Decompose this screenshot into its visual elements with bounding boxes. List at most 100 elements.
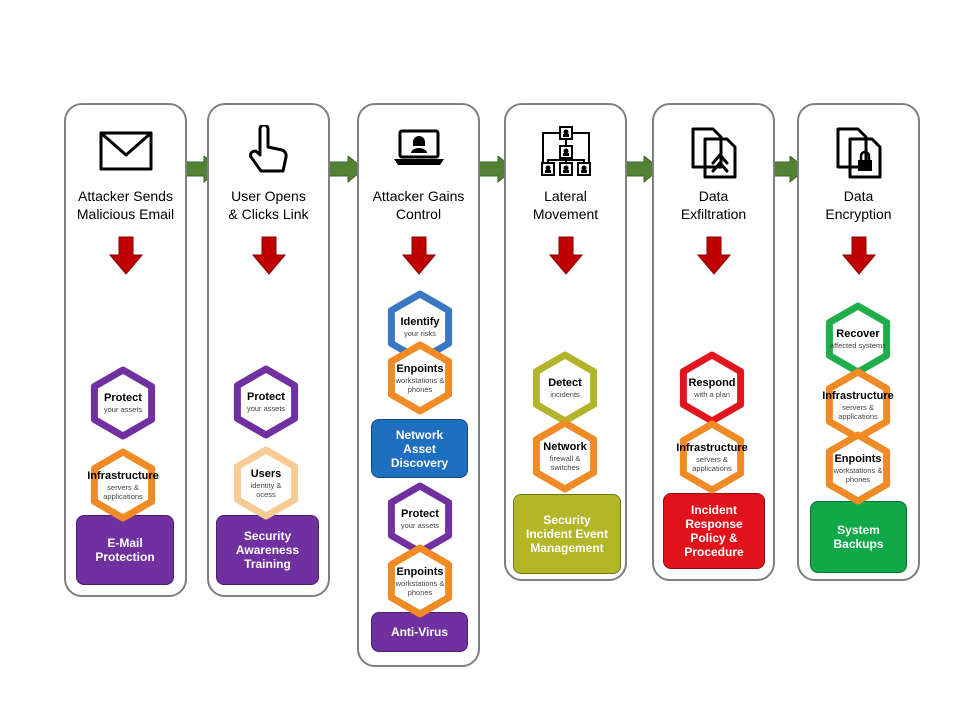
hex-subtitle: firewall & [549,453,581,463]
hex-title: Protect [104,392,142,404]
stage-title-line: Data [843,188,874,204]
stage-title-line: Lateral [544,188,587,204]
hex-title: Users [250,467,282,480]
network-hierarchy-icon [540,126,591,176]
hex-subtitle: phones [407,587,433,597]
stage-title: User Opens& Clicks Link [199,187,339,223]
control-box: E-Mail Protection [76,515,174,585]
control-box: System Backups [810,501,907,573]
stage-title-line: Malicious Email [76,206,175,222]
hex-title: Identify [400,316,440,328]
hacker-laptop-icon [393,129,444,165]
hex-subtitle: your assets [246,404,286,413]
stage-title-line: Attacker Sends [78,188,173,204]
pointing-hand-icon [248,125,288,173]
hex-title: Infrastructure [822,389,894,402]
hexagon-shape [90,366,156,440]
hex-title: Recover [836,328,880,340]
hex-subtitle: your assets [400,521,440,530]
stage-title-line: Attacker Gains [372,188,465,204]
hex-subtitle: workstations & [833,465,883,475]
control-box: Security Incident Event Management [513,494,621,574]
hex-subtitle: servers & [842,402,874,412]
hexagon-shape [233,446,299,520]
hexagon-shape [387,544,453,618]
hex-subtitle: affected systems [829,341,887,350]
control-box: Incident Response Policy & Procedure [663,493,765,569]
stage-title-line: Exfiltration [680,206,747,222]
hex-title: Network [543,440,587,453]
hex-subtitle: phones [845,474,871,484]
hex-subtitle: incidents [550,390,580,399]
hex-subtitle: phones [407,384,433,394]
hex-title: Protect [247,391,285,403]
hex-subtitle: identity & [250,480,282,490]
hex-subtitle: with a plan [694,390,730,399]
hexagon-shape [90,448,156,522]
hex-subtitle: your risks [403,329,437,338]
hex-subtitle: applications [103,491,143,501]
control-box: Anti-Virus [371,612,468,652]
control-box: Security Awareness Training [216,515,319,585]
hex-title: Enpoints [396,362,444,375]
stage-title-line: Control [395,206,442,222]
flow-arrow-2 [326,156,365,184]
hex-title: Protect [401,508,439,520]
file-transfer-icon [691,127,736,179]
hex-title: Enpoints [396,565,444,578]
envelope-icon [99,131,152,171]
stage-title-line: Encryption [825,206,892,222]
hex-subtitle: servers & [696,454,728,464]
hex-subtitle: workstations & [395,375,445,385]
hex-title: Enpoints [834,452,882,465]
hex-subtitle: applications [838,411,878,421]
hexagon-shape [679,420,745,494]
file-lock-icon [836,127,881,179]
hex-subtitle: your assets [103,405,143,414]
down-arrow-icon [401,236,436,275]
hex-subtitle: switches [550,462,580,472]
hexagon-shape [387,341,453,415]
down-arrow-icon [548,236,583,275]
hex-subtitle: ocess [256,489,276,499]
hex-subtitle: applications [692,463,732,473]
hexagon-shape [532,419,598,493]
stage-title-line: Data [698,188,729,204]
hex-subtitle: workstations & [395,578,445,588]
hex-subtitle: servers & [107,482,139,492]
down-arrow-icon [696,236,731,275]
down-arrow-icon [841,236,876,275]
hex-title: Infrastructure [87,469,159,482]
stage-title-line: Movement [532,206,599,222]
